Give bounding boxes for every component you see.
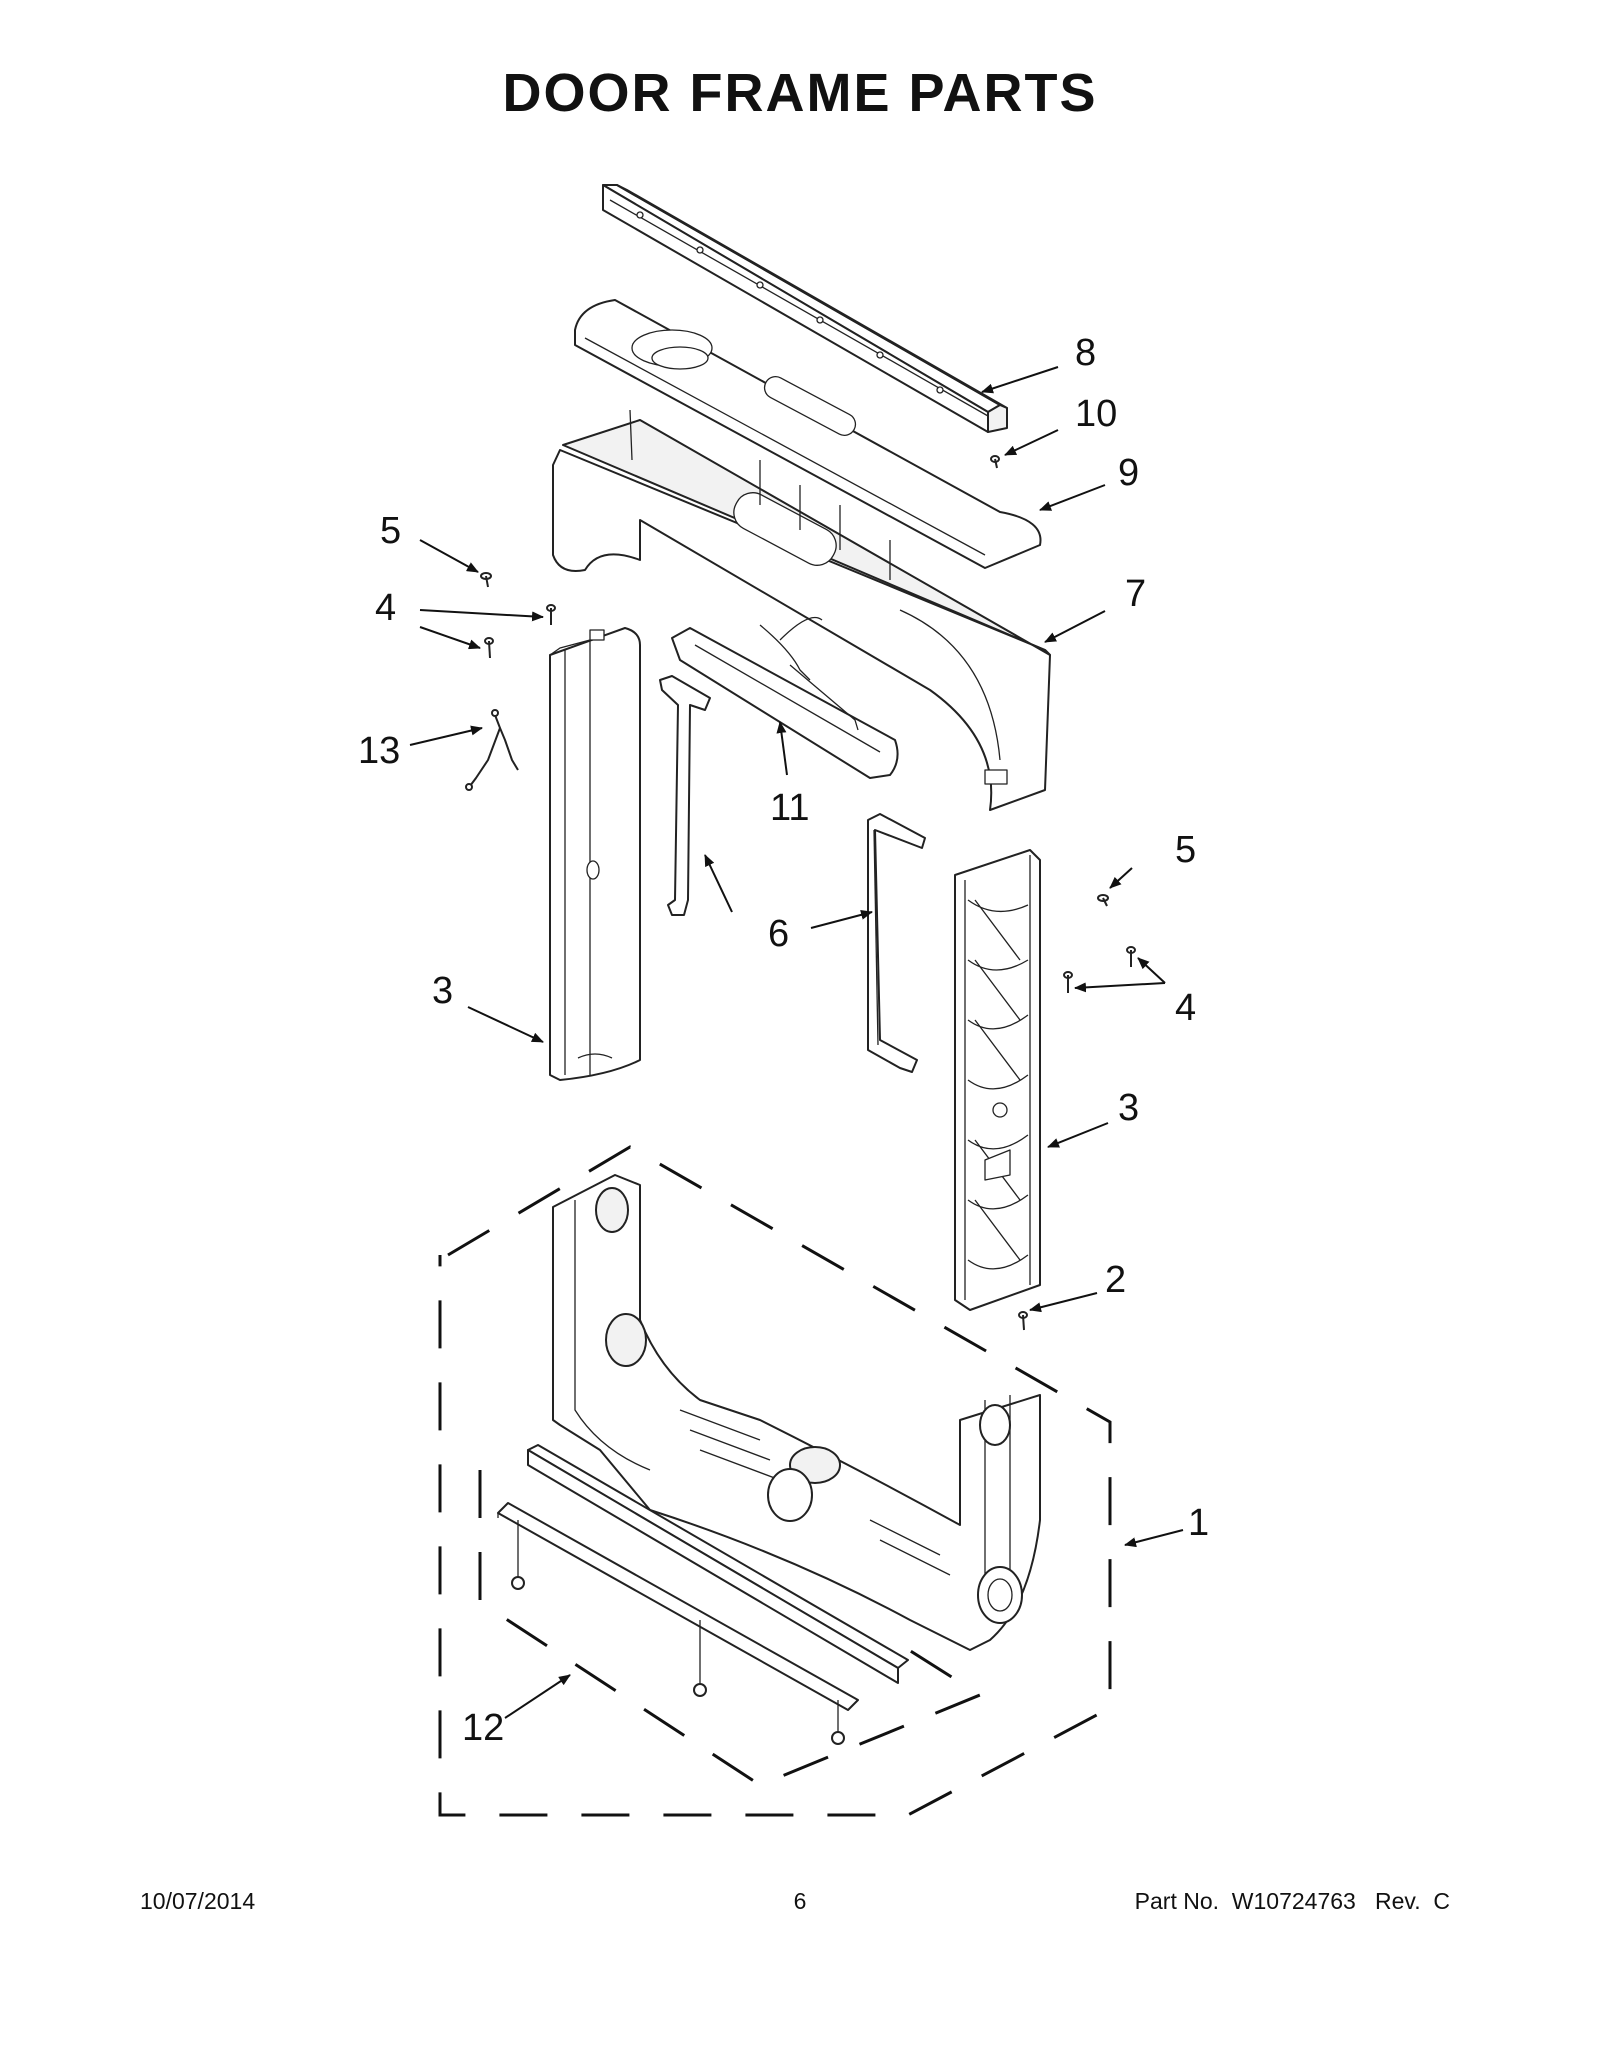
screw-2 bbox=[1018, 1311, 1028, 1331]
callout-10: 10 bbox=[1075, 393, 1117, 435]
screw-4-left-b bbox=[484, 637, 494, 659]
part-6-right-strip bbox=[867, 813, 926, 1073]
callout-13: 13 bbox=[358, 730, 400, 772]
part-1-lower-frame bbox=[552, 1174, 1041, 1651]
callout-7: 7 bbox=[1125, 573, 1146, 615]
footer-date: 10/07/2014 bbox=[140, 1888, 256, 1914]
part-3-left-panel bbox=[549, 627, 641, 1081]
screw-4-right-b bbox=[1126, 946, 1136, 967]
dashed-outline-part-12 bbox=[478, 1470, 984, 1787]
part-12-bottom-rails bbox=[497, 1444, 909, 1745]
footer-page-number: 6 bbox=[793, 1888, 807, 1914]
part-9-trim-cover bbox=[574, 299, 1042, 569]
callout-11: 11 bbox=[770, 787, 809, 829]
callout-8: 8 bbox=[1075, 332, 1096, 374]
callout-3-left: 3 bbox=[432, 970, 453, 1012]
callout-4-right: 4 bbox=[1175, 987, 1196, 1029]
callout-5-left: 5 bbox=[380, 510, 401, 552]
callout-6: 6 bbox=[768, 913, 789, 955]
callout-numbers: 8 10 9 7 5 4 13 11 6 3 5 4 3 2 1 12 bbox=[358, 332, 1209, 1749]
part-3-right-panel bbox=[954, 849, 1041, 1311]
part-7-console-housing bbox=[552, 409, 1051, 811]
callout-1: 1 bbox=[1188, 1502, 1209, 1544]
part-13-wire-hook bbox=[465, 709, 519, 791]
page-title: DOOR FRAME PARTS bbox=[502, 63, 1098, 123]
footer-part-number: Part No. W10724763 Rev. C bbox=[1134, 1888, 1450, 1914]
part-11-bracket bbox=[671, 616, 899, 779]
callout-5-right: 5 bbox=[1175, 829, 1196, 871]
screw-10 bbox=[990, 455, 1000, 469]
callout-4-left: 4 bbox=[375, 587, 396, 629]
callout-3-right: 3 bbox=[1118, 1087, 1139, 1129]
callout-12: 12 bbox=[462, 1707, 504, 1749]
screw-4-left-a bbox=[546, 604, 556, 625]
callout-2: 2 bbox=[1105, 1259, 1126, 1301]
part-8-top-rail bbox=[602, 184, 1008, 433]
callout-9: 9 bbox=[1118, 452, 1139, 494]
part-6-left-strip bbox=[659, 675, 711, 916]
dashed-outline-part-1 bbox=[438, 1145, 1112, 1817]
screws bbox=[480, 455, 1136, 1331]
screw-5-left bbox=[480, 572, 492, 588]
screw-5-right bbox=[1097, 894, 1109, 907]
screw-4-right-a bbox=[1063, 971, 1073, 993]
leader-lines bbox=[409, 366, 1184, 1719]
